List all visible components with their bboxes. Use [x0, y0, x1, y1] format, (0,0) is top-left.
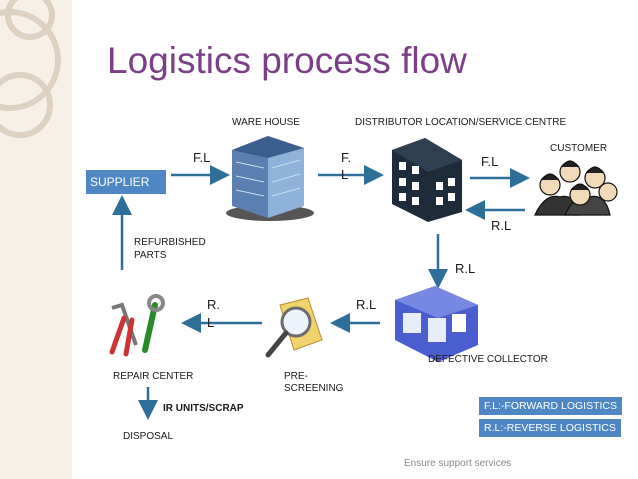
flow-label-fl-2-line2: L [341, 167, 349, 182]
customer-group-icon [534, 160, 618, 216]
repair-center-label: REPAIR CENTER [113, 371, 194, 382]
footer-text: Ensure support services [404, 458, 512, 469]
prescreening-label-line1: PRE- [284, 371, 308, 382]
prescreening-label-line2: SCREENING [284, 383, 344, 394]
disposal-label: DISPOSAL [123, 431, 174, 442]
decorative-circles [0, 0, 61, 138]
ir-units-label: IR UNITS/SCRAP [163, 403, 244, 414]
warehouse-label: WARE HOUSE [232, 117, 300, 128]
flow-label-rl-mid: R.L [356, 297, 377, 312]
customer-label: CUSTOMER [550, 143, 608, 154]
collector-store-icon [395, 286, 478, 362]
refurbished-label-line1: REFURBISHED [134, 237, 206, 248]
flow-label-fl-3: F.L [481, 154, 499, 169]
flow-label-rl-down: R.L [455, 261, 476, 276]
magnifier-document-icon [265, 297, 323, 358]
legend-forward-logistics: F.L:-FORWARD LOGISTICS [479, 397, 623, 415]
page-title: Logistics process flow [107, 40, 467, 81]
flow-label-rl-customer: R.L [491, 218, 512, 233]
flow-label-rl-left-line2: L [207, 315, 215, 330]
supplier-label: SUPPLIER [86, 170, 166, 194]
warehouse-building-icon [226, 136, 314, 221]
flow-arrows [112, 165, 530, 420]
distributor-building-icon [392, 138, 462, 222]
defective-collector-label: DEFECTIVE COLLECTOR [428, 354, 548, 365]
flow-label-rl-left-line1: R. [207, 297, 220, 312]
flow-label-fl-1: F.L [193, 150, 211, 165]
tools-icon [109, 294, 165, 357]
flow-label-fl-2-line1: F. [341, 150, 352, 165]
legend-reverse-logistics: R.L:-REVERSE LOGISTICS [479, 419, 621, 437]
refurbished-label-line2: PARTS [134, 250, 167, 261]
distributor-label: DISTRIBUTOR LOCATION/SERVICE CENTRE [355, 117, 567, 128]
